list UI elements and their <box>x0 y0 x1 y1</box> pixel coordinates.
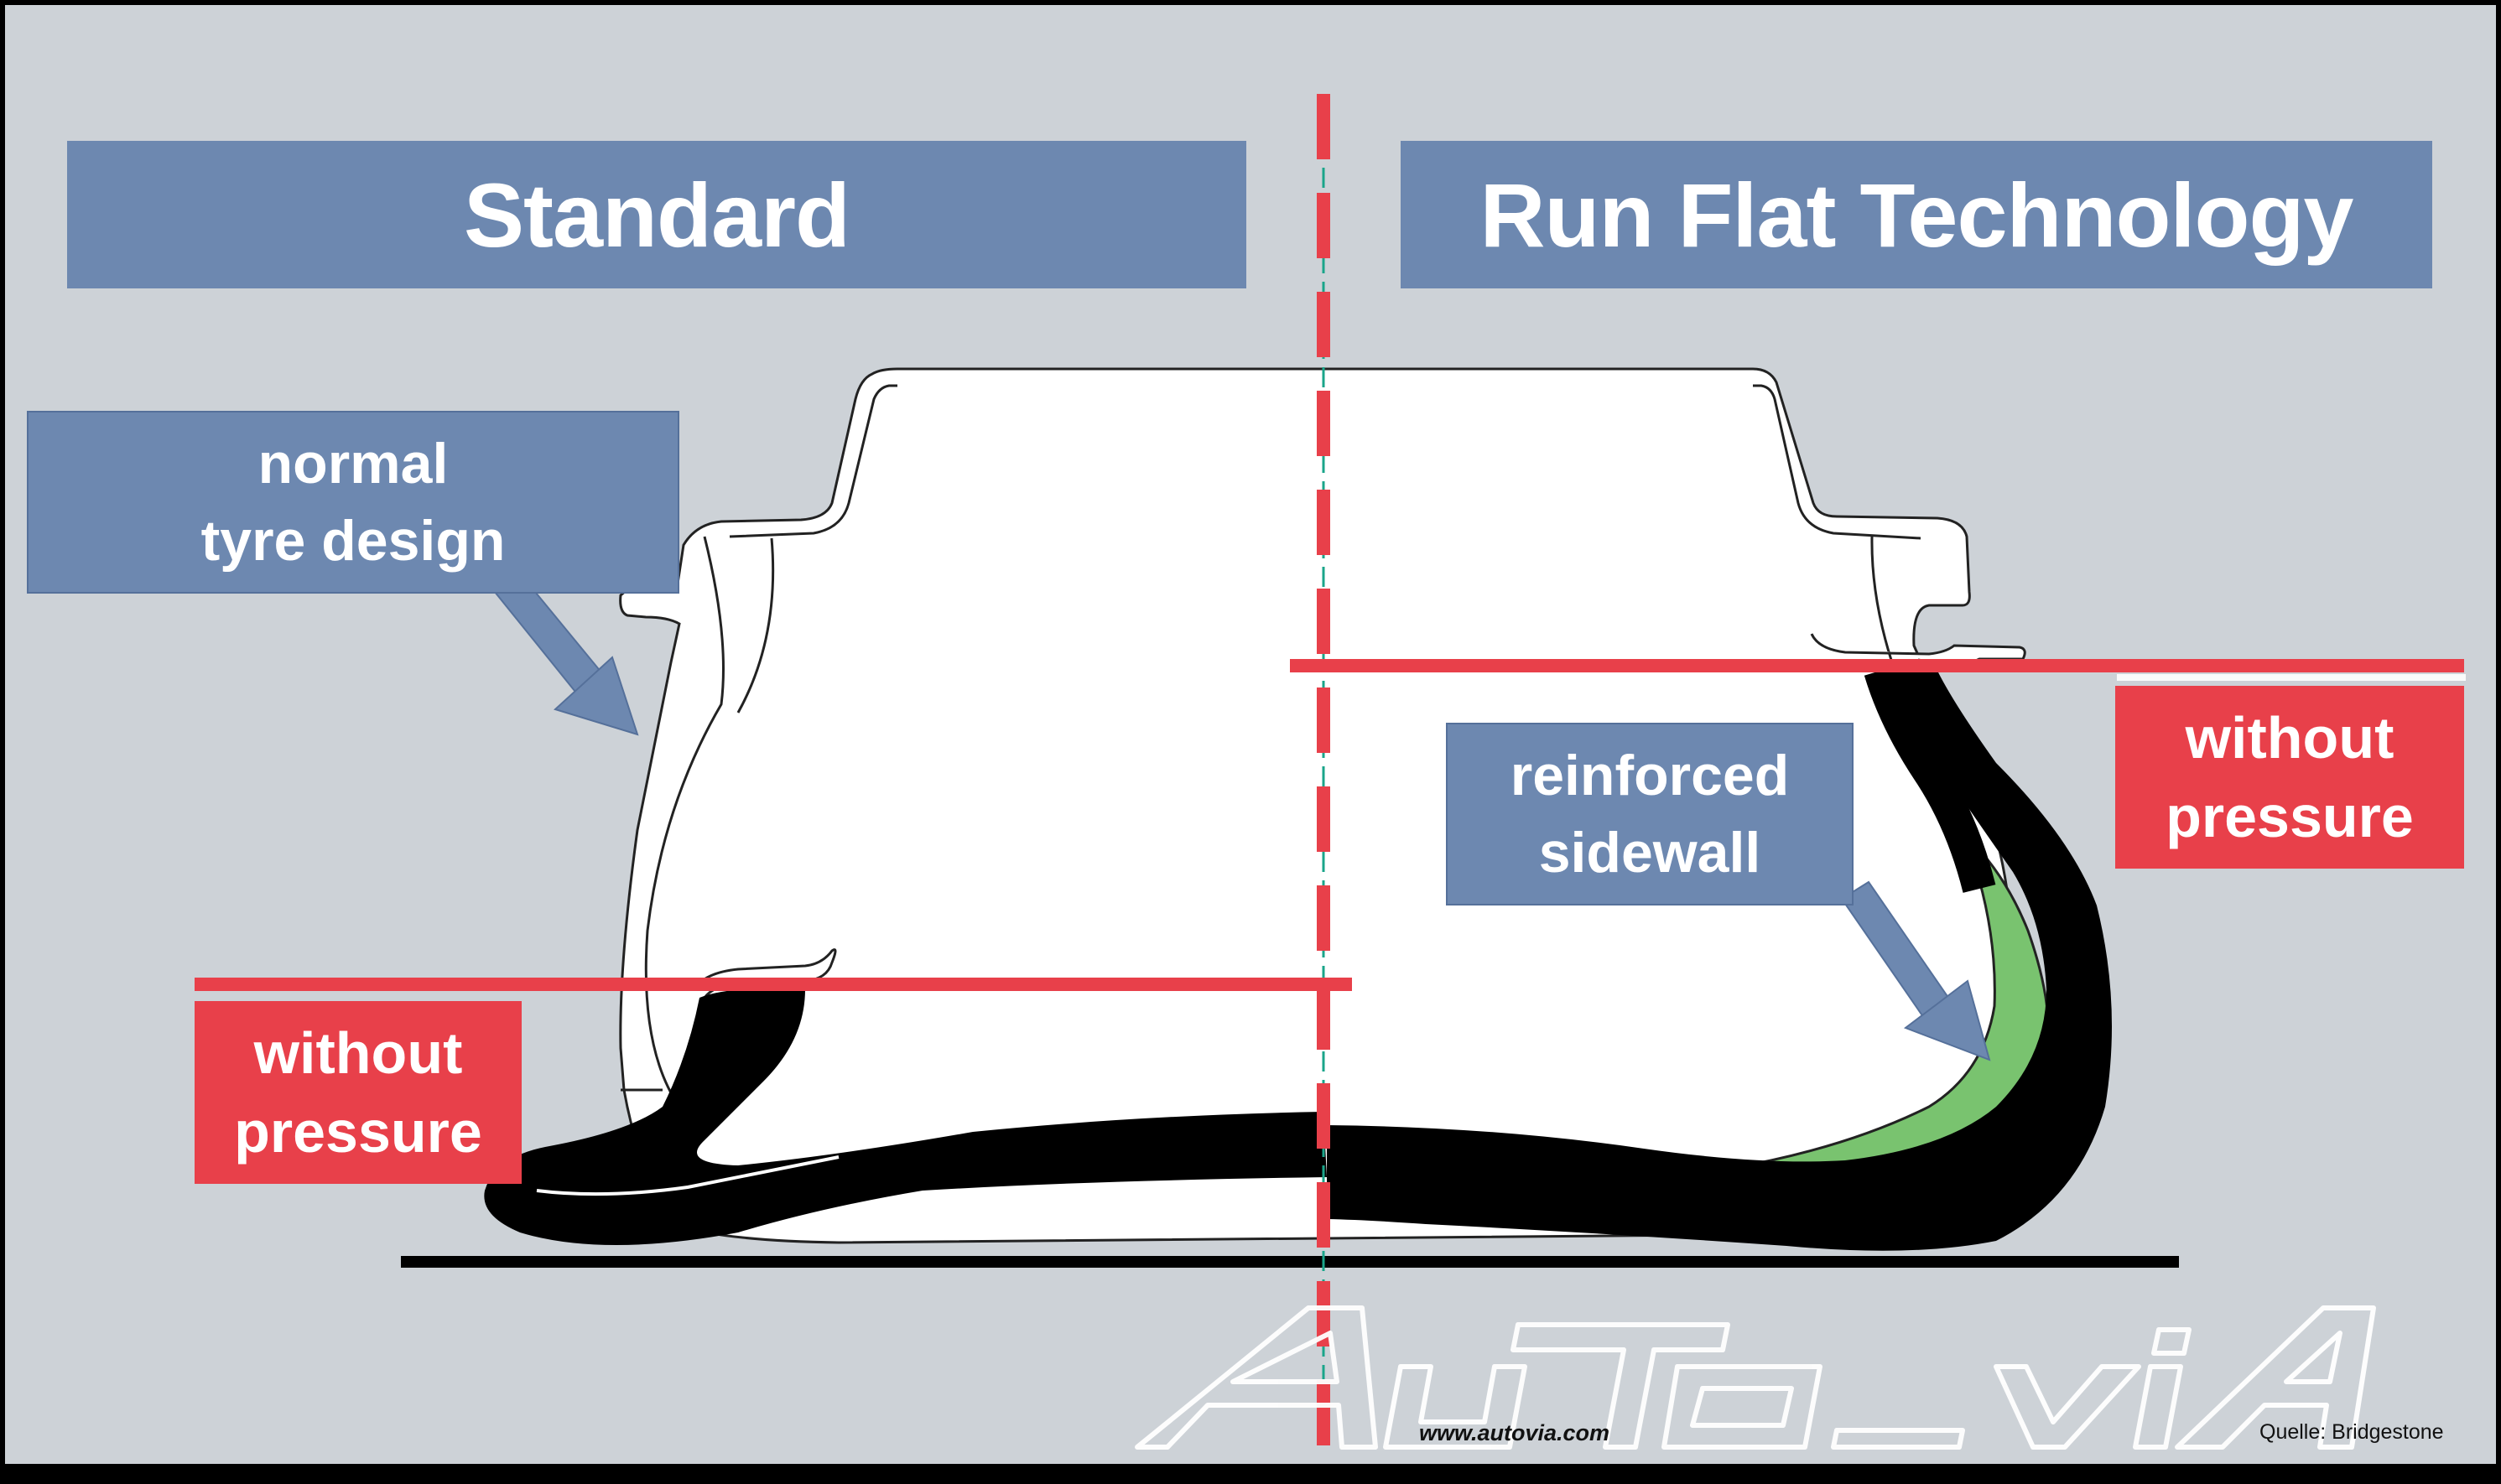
tyre-fold-left <box>536 1155 840 1196</box>
callout-normal-line1: normal <box>257 432 449 496</box>
header-runflat: Run Flat Technology <box>1401 141 2432 288</box>
rim-spoke-left <box>736 537 775 713</box>
callout-without-pressure-right: without pressure <box>2115 686 2464 869</box>
without-pressure-left-line1: without <box>253 1020 463 1086</box>
callout-without-pressure-left: without pressure <box>195 1001 522 1184</box>
source-credit: Quelle: Bridgestone <box>2259 1420 2444 1444</box>
callout-reinforced-line2: sidewall <box>1538 821 1761 885</box>
header-runflat-label: Run Flat Technology <box>1479 163 2354 266</box>
without-pressure-right-line2: pressure <box>2166 784 2414 849</box>
without-pressure-left-line2: pressure <box>234 1099 482 1165</box>
standard-tyre-deflated <box>484 989 1327 1245</box>
header-standard: Standard <box>67 141 1246 288</box>
callout-normal-tyre-design: normal tyre design <box>27 411 679 594</box>
runflat-tyre <box>1327 671 2112 1251</box>
ground-line <box>401 1256 2179 1268</box>
callout-reinforced-line1: reinforced <box>1510 744 1790 807</box>
callout-reinforced-sidewall: reinforced sidewall <box>1446 723 1854 905</box>
watermark-url: www.autovia.com <box>1419 1420 1610 1445</box>
header-standard-label: Standard <box>463 163 850 266</box>
without-pressure-right-line1: without <box>2185 705 2394 771</box>
rim-flange-left <box>644 536 725 1108</box>
pressure-line-right-highlight <box>2117 674 2466 681</box>
rim-inner-left <box>729 384 897 538</box>
autovia-logo <box>1135 1305 2376 1450</box>
runflat-sidewall-inner <box>1864 666 1996 893</box>
pressure-line-left <box>195 978 1352 991</box>
arrow-normal-design <box>493 572 639 736</box>
pressure-line-right <box>1290 659 2464 672</box>
callout-normal-line2: tyre design <box>200 509 506 573</box>
rim-inner-right <box>1753 384 1921 540</box>
arrow-reinforced-sidewall <box>1840 880 1991 1061</box>
